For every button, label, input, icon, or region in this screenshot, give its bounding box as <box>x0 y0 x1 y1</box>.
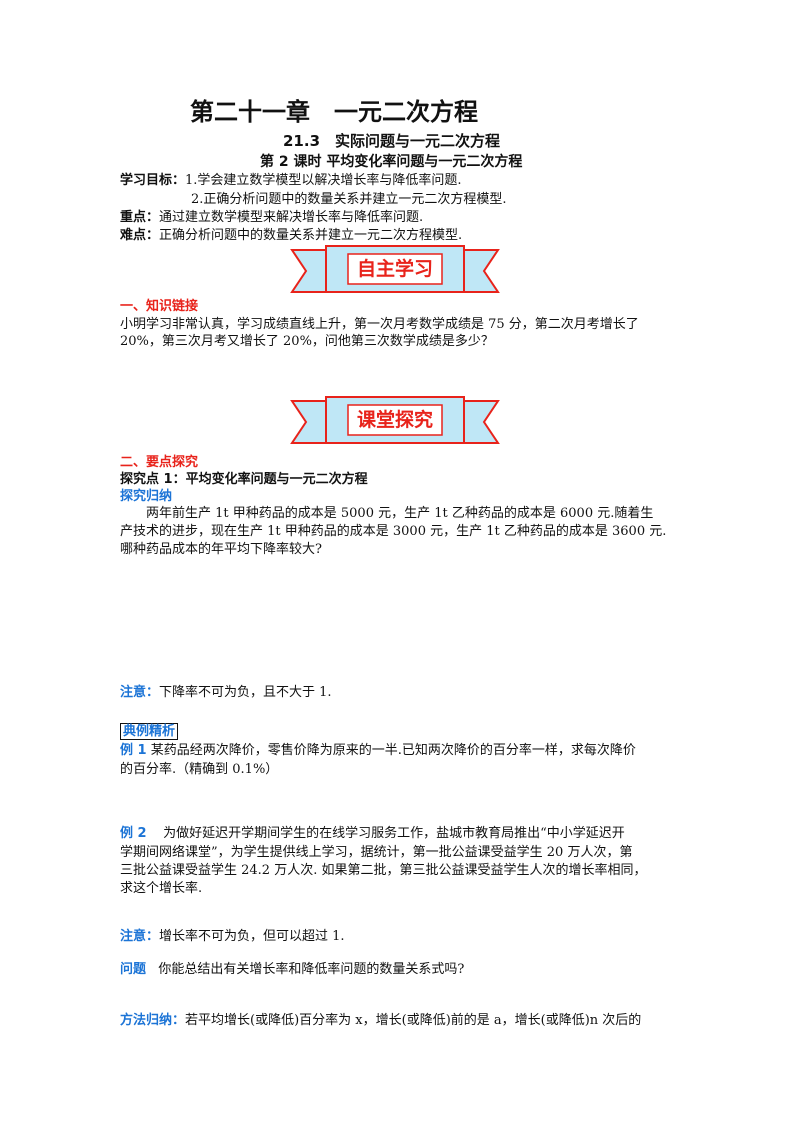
question-line: 问题 你能总结出有关增长率和降低率问题的数量关系式吗? <box>120 962 464 978</box>
explore-summary-label: 探究归纳 <box>120 489 173 504</box>
objectives-label: 学习目标： <box>120 173 186 188</box>
example1-text-1: 某药品经两次降价，零售价降为原来的一半.已知两次降价的百分率一样，求每次降价 <box>150 743 636 758</box>
method-line: 方法归纳：若平均增长(或降低)百分率为 x，增长(或降低)前的是 a，增长(或降… <box>120 1013 641 1029</box>
question-text: 你能总结出有关增长率和降低率问题的数量关系式吗? <box>158 962 465 977</box>
keypoint-label: 重点： <box>120 210 160 225</box>
ribbon-shape <box>290 245 500 293</box>
problem-line2: 产技术的进步，现在生产 1t 甲种药品的成本是 3000 元，生产 1t 乙种药… <box>120 524 667 539</box>
section2-heading: 二、要点探究 <box>120 455 199 470</box>
banner-class-explore-label: 课堂探究 <box>356 409 433 431</box>
examples-label: 典例精析 <box>120 723 179 740</box>
section1-line2: 20%，第三次月考又增长了 20%，问他第三次数学成绩是多少？ <box>120 334 494 349</box>
method-label: 方法归纳： <box>120 1013 186 1028</box>
note1-line: 注意：下降率不可为负，且不大于 1. <box>120 685 332 701</box>
chapter-title: 第二十一章 一元二次方程 <box>190 98 478 126</box>
problem-line1: 两年前生产 1t 甲种药品的成本是 5000 元，生产 1t 乙种药品的成本是 … <box>146 506 654 521</box>
question-label: 问题 <box>120 962 147 977</box>
lesson-title: 第 2 课时 平均变化率问题与一元二次方程 <box>260 154 523 170</box>
note2-text: 增长率不可为负，但可以超过 1. <box>159 929 345 944</box>
objective-2: 2.正确分析问题中的数量关系并建立一元二次方程模型. <box>191 192 507 207</box>
explore-point-1: 探究点 1：平均变化率问题与一元二次方程 <box>120 472 368 487</box>
banner-self-study-label: 自主学习 <box>356 258 433 280</box>
example2-text-1: 为做好延迟开学期间学生的在线学习服务工作，盐城市教育局推出“中小学延迟开 <box>163 826 625 841</box>
example2-line4: 求这个增长率. <box>120 881 203 896</box>
keypoint-text: 通过建立数学模型来解决增长率与降低率问题. <box>159 210 424 225</box>
objectives-line1: 学习目标：1.学会建立数学模型以解决增长率与降低率问题. <box>120 173 462 189</box>
example1-line1: 例 1 某药品经两次降价，零售价降为原来的一半.已知两次降价的百分率一样，求每次… <box>120 743 636 759</box>
difficulty-label: 难点： <box>120 228 160 243</box>
example2-label: 例 2 <box>120 826 147 841</box>
section1-line1: 小明学习非常认真，学习成绩直线上升，第一次月考数学成绩是 75 分，第二次月考增… <box>120 317 639 332</box>
example2-line2: 学期间网络课堂”，为学生提供线上学习，据统计，第一批公益课受益学生 20 万人次… <box>120 845 633 860</box>
example1-label: 例 1 <box>120 743 147 758</box>
note1-text: 下降率不可为负，且不大于 1. <box>159 685 332 700</box>
note2-label: 注意： <box>120 929 160 944</box>
banner-class-explore: 课堂探究 <box>290 391 500 451</box>
ribbon-shape-2 <box>290 396 500 444</box>
objective-1: 1.学会建立数学模型以解决增长率与降低率问题. <box>185 173 462 188</box>
banner-self-study: 自主学习 <box>290 240 500 300</box>
example1-line2: 的百分率.（精确到 0.1%） <box>120 762 279 777</box>
example2-line1: 例 2 为做好延迟开学期间学生的在线学习服务工作，盐城市教育局推出“中小学延迟开 <box>120 826 625 842</box>
problem-line3: 哪种药品成本的年平均下降率较大? <box>120 542 322 557</box>
examples-label-line: 典例精析 <box>120 723 179 740</box>
section1-heading: 一、知识链接 <box>120 299 199 314</box>
section-title: 21.3 实际问题与一元二次方程 <box>283 132 501 150</box>
note2-line: 注意：增长率不可为负，但可以超过 1. <box>120 929 345 945</box>
note1-label: 注意： <box>120 685 160 700</box>
method-text: 若平均增长(或降低)百分率为 x，增长(或降低)前的是 a，增长(或降低)n 次… <box>185 1013 642 1028</box>
example2-line3: 三批公益课受益学生 24.2 万人次. 如果第二批，第三批公益课受益学生人次的增… <box>120 863 647 878</box>
keypoint-line: 重点：通过建立数学模型来解决增长率与降低率问题. <box>120 210 423 226</box>
difficulty-line: 难点：正确分析问题中的数量关系并建立一元二次方程模型. <box>120 228 462 244</box>
difficulty-text: 正确分析问题中的数量关系并建立一元二次方程模型. <box>159 228 463 243</box>
